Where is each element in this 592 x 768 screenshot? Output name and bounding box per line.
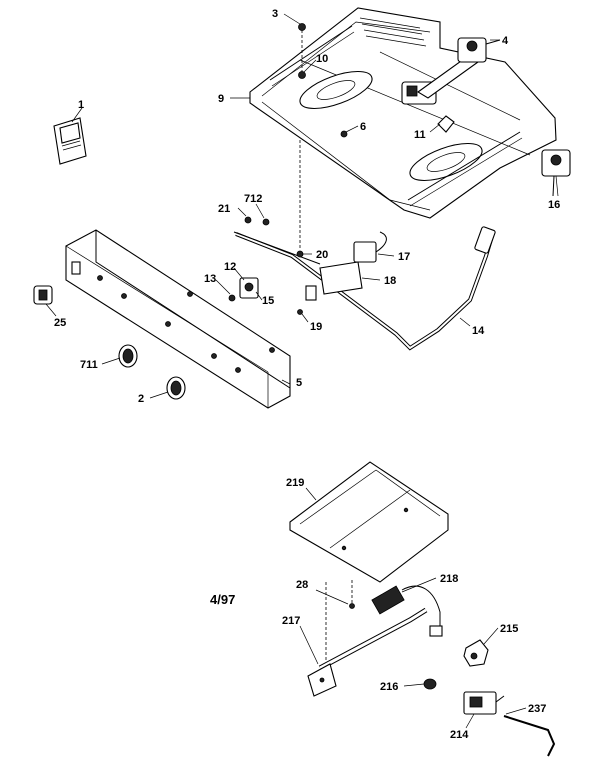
screw-part-10 [298,71,306,79]
bracket-part-215 [463,639,489,667]
callout-3: 3 [272,8,278,20]
callout-28: 28 [296,579,308,591]
callout-19: 19 [310,321,322,333]
callout-217: 217 [282,615,300,627]
callout-12: 12 [224,261,236,273]
clip-part-19 [305,285,317,301]
clip-part-11 [437,115,455,133]
callout-17: 17 [398,251,410,263]
shield-part-219 [289,461,449,583]
callout-218: 218 [440,573,458,585]
screw-part-13 [228,294,236,302]
valve-part-214 [463,691,505,715]
igniter-part-17 [353,231,387,263]
callout-9: 9 [218,93,224,105]
ignitor-part-218 [371,585,443,637]
leader-lines [45,13,559,729]
callout-25: 25 [54,317,66,329]
knob-part-2 [166,376,186,400]
burner-box-assembly [249,7,557,219]
knob-part-711 [118,344,138,368]
callout-1: 1 [78,99,84,111]
callout-2: 2 [138,393,144,405]
manifold-pipe [233,226,496,351]
screw-part-19 [297,309,303,315]
callout-18: 18 [384,275,396,287]
callout-711: 711 [80,359,98,371]
screw-part-28 [349,603,355,609]
callout-labels: 3 4 10 9 1 6 11 16 712 21 20 17 18 12 13… [54,8,560,741]
callout-214: 214 [450,729,469,741]
owner-manual [53,117,87,165]
callout-215: 215 [500,623,518,635]
valve-part-16 [541,149,571,197]
callout-16: 16 [548,199,560,211]
burner-tube-part-217 [307,607,428,697]
callout-14: 14 [472,325,485,337]
callout-216: 216 [380,681,398,693]
valve-bracket-assembly [401,37,501,105]
bracket-part-18 [319,261,363,295]
valve-part-15 [239,277,259,299]
callout-712: 712 [244,193,262,205]
callout-219: 219 [286,477,304,489]
screw-part-712 [262,218,270,226]
callout-10: 10 [316,53,328,65]
screw-part-21 [244,216,252,224]
clip-part-216 [423,678,437,690]
callout-20: 20 [316,249,328,261]
screw-part-6 [340,130,348,138]
date-code: 4/97 [210,592,235,607]
callout-5: 5 [296,377,302,389]
callout-21: 21 [218,203,230,215]
callout-4: 4 [502,35,509,47]
callout-15: 15 [262,295,274,307]
callout-237: 237 [528,703,546,715]
tube-part-237 [503,715,556,757]
screw-part-3 [298,23,306,31]
callout-11: 11 [414,129,426,141]
callout-13: 13 [204,273,216,285]
knob-part-25 [33,285,53,305]
control-panel-part-5 [65,229,291,409]
callout-6: 6 [360,121,366,133]
